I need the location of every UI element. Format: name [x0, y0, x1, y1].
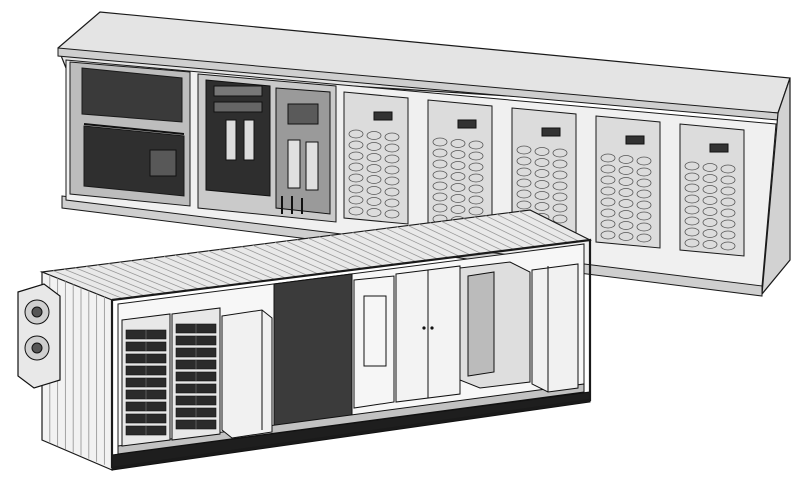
top-cabinet-switchgear-bay: [197, 73, 337, 223]
top-cabinet: [57, 11, 791, 297]
container: [17, 209, 593, 471]
top-cabinet-battery-racks: [343, 91, 745, 257]
top-battery-rack: [595, 115, 661, 249]
rack-display: [457, 119, 477, 129]
top-battery-rack: [427, 99, 493, 233]
container-front-frame: [111, 238, 592, 470]
container-partition: [273, 273, 353, 431]
top-cabinet-hvac-bay: [69, 61, 191, 207]
container-battery-racks: [121, 307, 221, 447]
top-battery-rack: [511, 107, 577, 241]
rack-display: [625, 135, 645, 145]
container-battery-rack: [121, 313, 171, 447]
container-control-cabinet: [221, 309, 273, 439]
container-pcs-cabinets: [353, 261, 579, 409]
rack-display: [709, 143, 729, 153]
rack-display: [373, 111, 393, 121]
container-battery-rack: [171, 307, 221, 441]
top-battery-rack: [343, 91, 409, 225]
hvac-unit: [17, 283, 61, 389]
top-cabinet-end-wall: [761, 77, 791, 296]
top-battery-rack: [679, 123, 745, 257]
container-roof-corrugation: [41, 211, 580, 301]
rack-display: [541, 127, 561, 137]
